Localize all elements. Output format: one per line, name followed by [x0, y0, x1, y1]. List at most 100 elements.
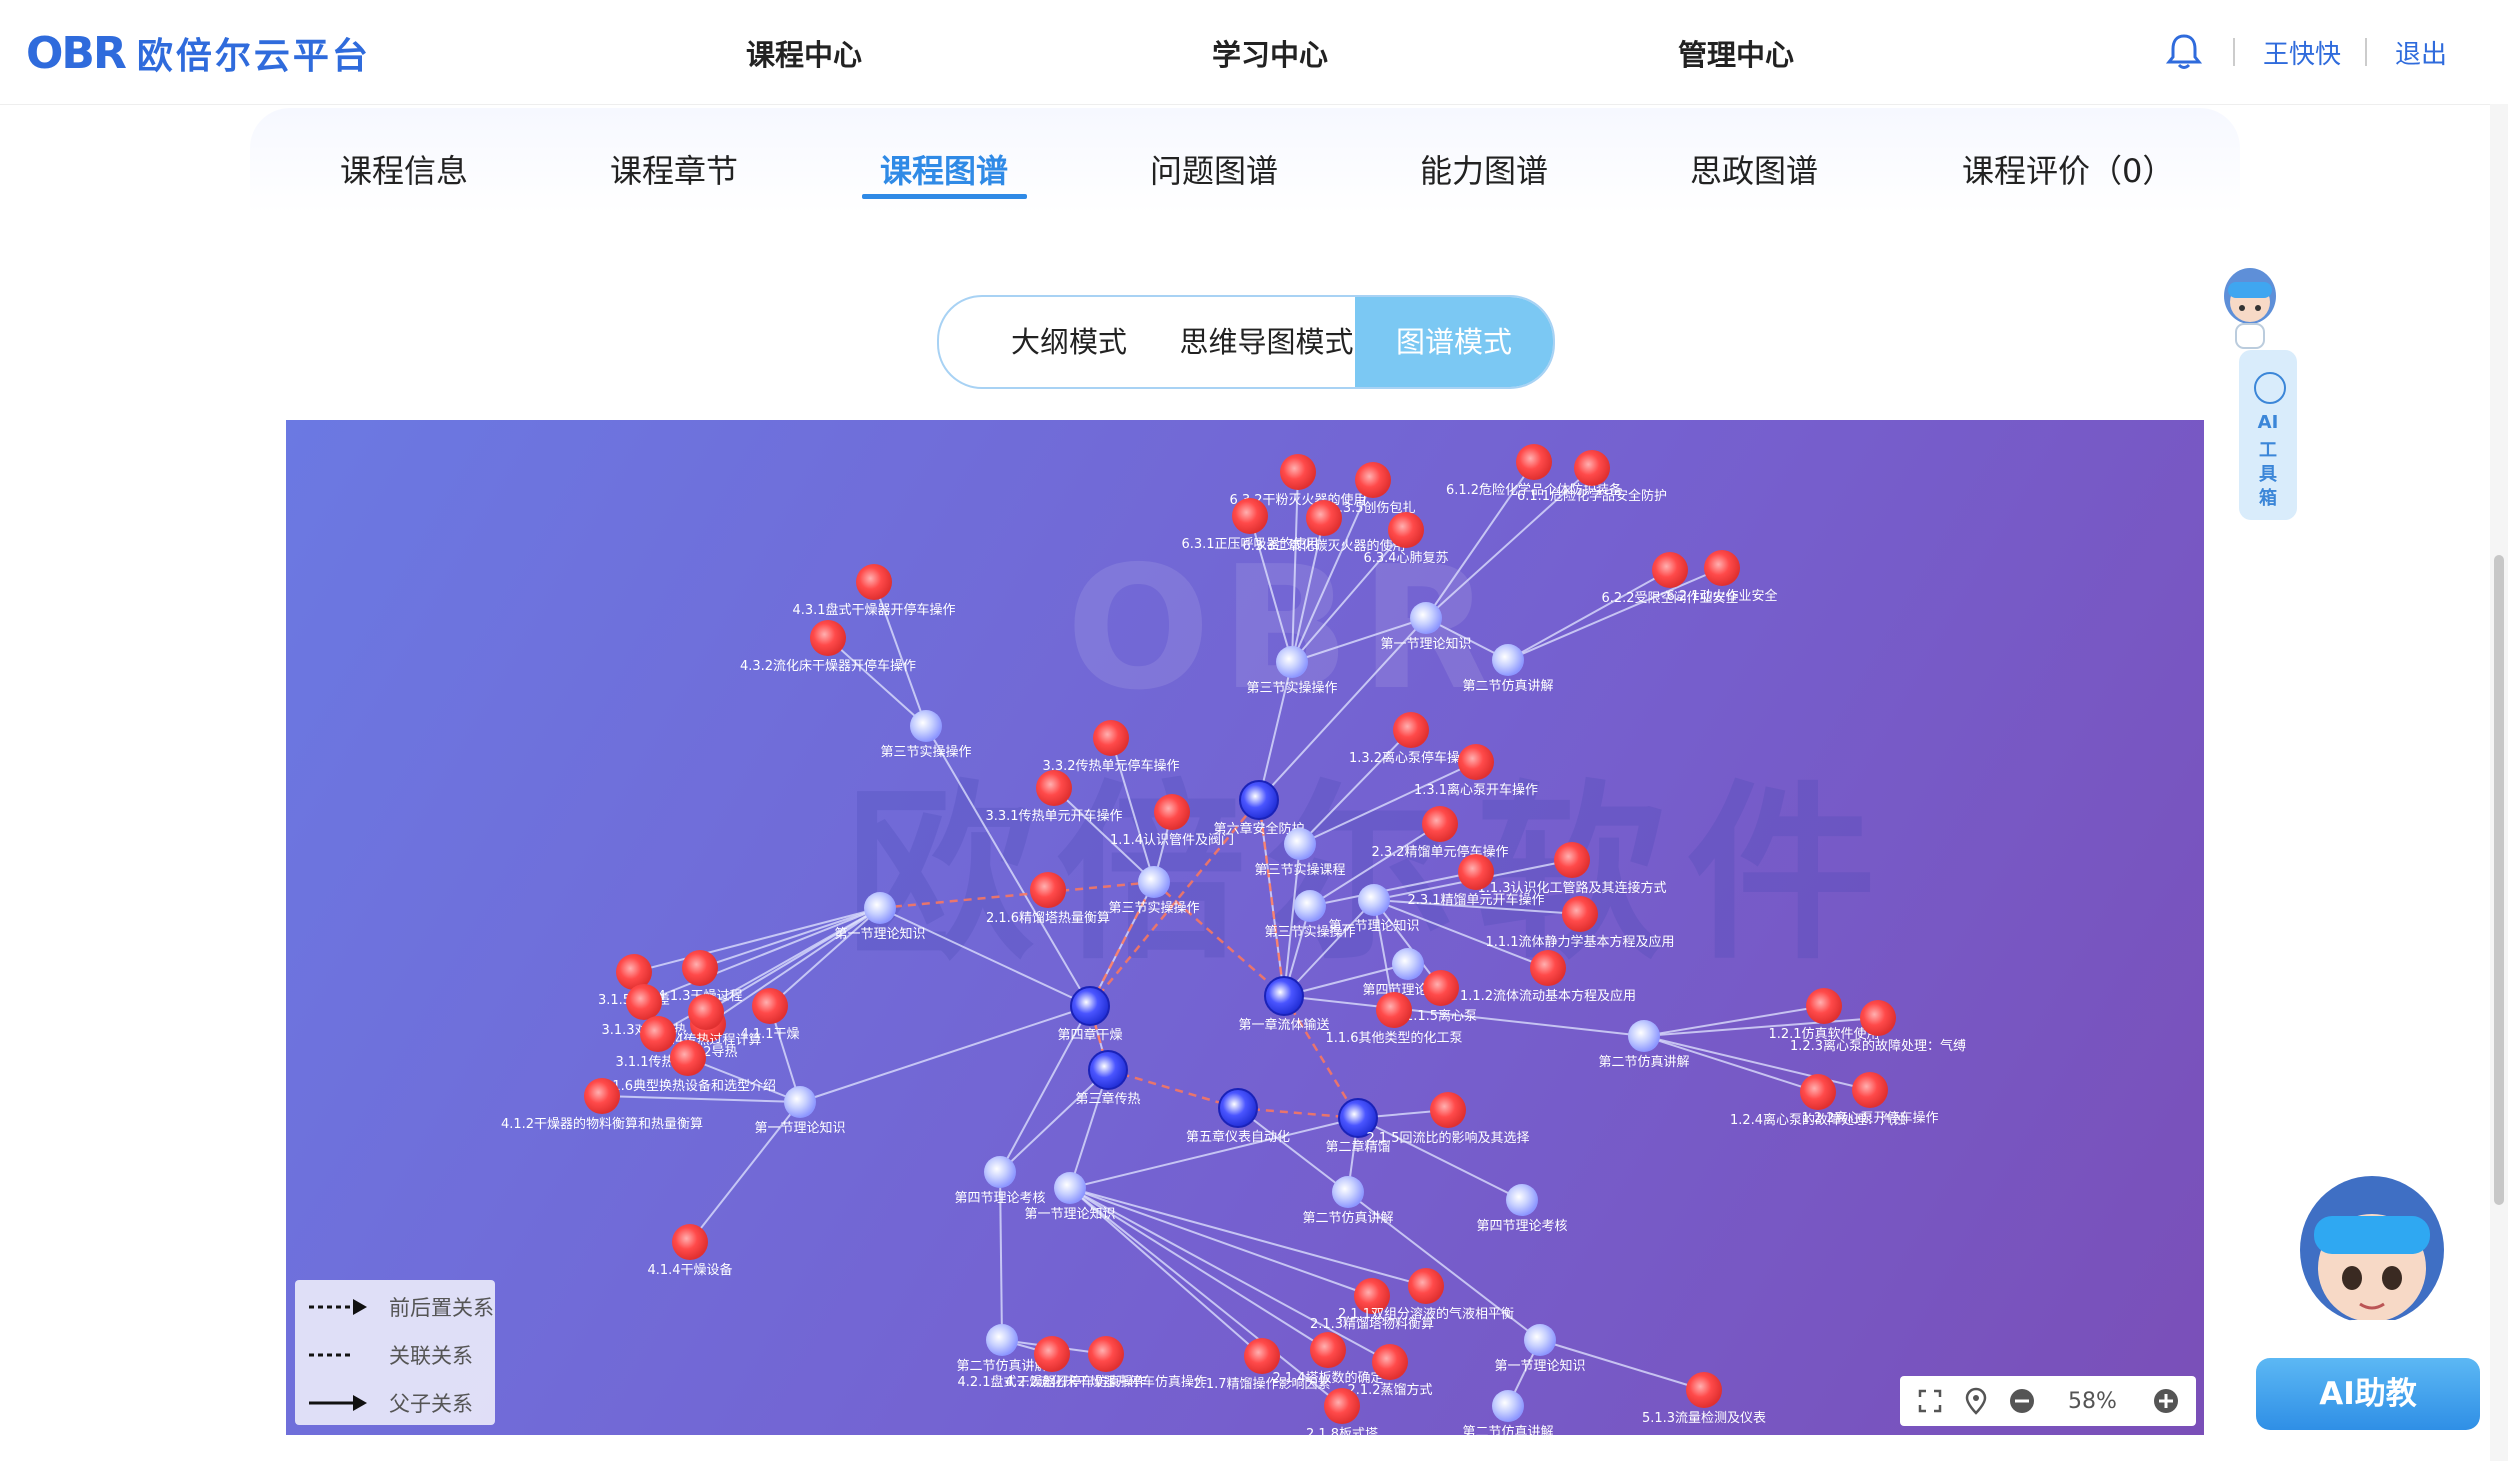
ai-helper-button[interactable]: AI助教	[2256, 1358, 2480, 1430]
graph-node[interactable]	[910, 710, 942, 742]
graph-node[interactable]	[1388, 512, 1424, 548]
graph-node[interactable]	[1030, 872, 1066, 908]
tab-course-graph[interactable]: 课程图谱	[880, 152, 1009, 190]
graph-node[interactable]	[1244, 1338, 1280, 1374]
graph-node[interactable]	[1284, 828, 1316, 860]
bell-icon[interactable]	[2165, 32, 2203, 70]
graph-node[interactable]	[1276, 646, 1308, 678]
logo[interactable]: OBR 欧倍尔云平台	[26, 28, 371, 79]
graph-node[interactable]	[1088, 1050, 1128, 1090]
graph-node[interactable]	[1372, 1344, 1408, 1380]
graph-node[interactable]	[1530, 950, 1566, 986]
graph-node[interactable]	[1410, 602, 1442, 634]
graph-node[interactable]	[864, 892, 896, 924]
graph-svg[interactable]: 6.3.2干粉灭火器的使用6.3.5创伤包扎6.3.1正压呼吸器的使用6.3.3…	[286, 420, 2204, 1435]
tab-ideology-graph[interactable]: 思政图谱	[1690, 152, 1819, 190]
tab-course-info[interactable]: 课程信息	[340, 152, 469, 190]
fullscreen-icon[interactable]	[1914, 1385, 1946, 1417]
mode-graph[interactable]: 图谱模式	[1355, 297, 1553, 387]
scrollbar-thumb[interactable]	[2494, 555, 2504, 1205]
graph-node[interactable]	[984, 1156, 1016, 1188]
tab-course-chapters[interactable]: 课程章节	[610, 152, 739, 190]
graph-node[interactable]	[626, 984, 662, 1020]
graph-node[interactable]	[688, 994, 724, 1030]
graph-node[interactable]	[1358, 884, 1390, 916]
graph-node[interactable]	[1423, 970, 1459, 1006]
tab-question-graph[interactable]: 问题图谱	[1150, 152, 1279, 190]
mode-outline[interactable]: 大纲模式	[1010, 325, 1127, 359]
graph-node[interactable]	[672, 1224, 708, 1260]
graph-node[interactable]	[1704, 550, 1740, 586]
graph-node[interactable]	[1354, 1278, 1390, 1314]
tab-course-evaluation[interactable]: 课程评价（0）	[1962, 152, 2175, 190]
graph-node[interactable]	[1422, 806, 1458, 842]
graph-node[interactable]	[1652, 552, 1688, 588]
graph-node[interactable]	[1239, 780, 1279, 820]
graph-node[interactable]	[1036, 770, 1072, 806]
graph-node[interactable]	[1332, 1176, 1364, 1208]
graph-node[interactable]	[784, 1086, 816, 1118]
graph-node[interactable]	[1093, 720, 1129, 756]
graph-node[interactable]	[1324, 1388, 1360, 1424]
graph-node[interactable]	[1138, 866, 1170, 898]
graph-node[interactable]	[1070, 986, 1110, 1026]
zoom-out-icon[interactable]	[2006, 1385, 2038, 1417]
graph-node[interactable]	[1264, 976, 1304, 1016]
graph-node[interactable]	[616, 954, 652, 990]
graph-node[interactable]	[1524, 1324, 1556, 1356]
mode-mindmap[interactable]: 思维导图模式	[1179, 325, 1354, 359]
graph-node[interactable]	[752, 988, 788, 1024]
graph-node[interactable]	[1034, 1336, 1070, 1372]
graph-node[interactable]	[670, 1040, 706, 1076]
graph-node[interactable]	[1686, 1372, 1722, 1408]
graph-node[interactable]	[1393, 712, 1429, 748]
graph-node[interactable]	[1376, 992, 1412, 1028]
nav-management-center[interactable]: 管理中心	[1678, 38, 1795, 72]
graph-node[interactable]	[1088, 1336, 1124, 1372]
graph-node[interactable]	[1562, 896, 1598, 932]
tab-ability-graph[interactable]: 能力图谱	[1420, 152, 1549, 190]
graph-node[interactable]	[1628, 1020, 1660, 1052]
graph-node[interactable]	[1310, 1332, 1346, 1368]
graph-node[interactable]	[1554, 842, 1590, 878]
graph-node[interactable]	[1355, 462, 1391, 498]
graph-node[interactable]	[1306, 500, 1342, 536]
graph-node[interactable]	[856, 564, 892, 600]
graph-node[interactable]	[1852, 1072, 1888, 1108]
graph-node[interactable]	[682, 950, 718, 986]
user-name[interactable]: 王快快	[2263, 40, 2342, 70]
graph-node[interactable]	[1294, 890, 1326, 922]
graph-node[interactable]	[1154, 794, 1190, 830]
robot-avatar-icon[interactable]	[2218, 258, 2282, 350]
graph-node[interactable]	[1574, 450, 1610, 486]
graph-node[interactable]	[1280, 454, 1316, 490]
logout-link[interactable]: 退出	[2395, 40, 2448, 70]
locate-icon[interactable]	[1960, 1385, 1992, 1417]
graph-node[interactable]	[1430, 1092, 1466, 1128]
graph-node[interactable]	[1408, 1268, 1444, 1304]
graph-node[interactable]	[1458, 854, 1494, 890]
graph-node[interactable]	[810, 620, 846, 656]
graph-node[interactable]	[1860, 1000, 1896, 1036]
nav-learning-center[interactable]: 学习中心	[1212, 38, 1329, 72]
zoom-in-icon[interactable]	[2150, 1385, 2182, 1417]
graph-node[interactable]	[1392, 948, 1424, 980]
graph-node[interactable]	[584, 1078, 620, 1114]
ai-toolbox[interactable]: AI 工 具 箱	[2239, 350, 2297, 520]
graph-node[interactable]	[986, 1324, 1018, 1356]
graph-node[interactable]	[1218, 1088, 1258, 1128]
graph-node[interactable]	[1232, 498, 1268, 534]
ai-helper-avatar[interactable]	[2280, 1160, 2460, 1360]
graph-node[interactable]	[1506, 1184, 1538, 1216]
graph-node[interactable]	[1054, 1172, 1086, 1204]
graph-node[interactable]	[1458, 744, 1494, 780]
graph-node[interactable]	[1516, 444, 1552, 480]
graph-node[interactable]	[1806, 988, 1842, 1024]
graph-node[interactable]	[1492, 644, 1524, 676]
graph-node[interactable]	[1492, 1390, 1524, 1422]
nav-course-center[interactable]: 课程中心	[746, 38, 863, 72]
graph-node[interactable]	[1800, 1074, 1836, 1110]
graph-node[interactable]	[640, 1016, 676, 1052]
graph-node[interactable]	[1338, 1098, 1378, 1138]
